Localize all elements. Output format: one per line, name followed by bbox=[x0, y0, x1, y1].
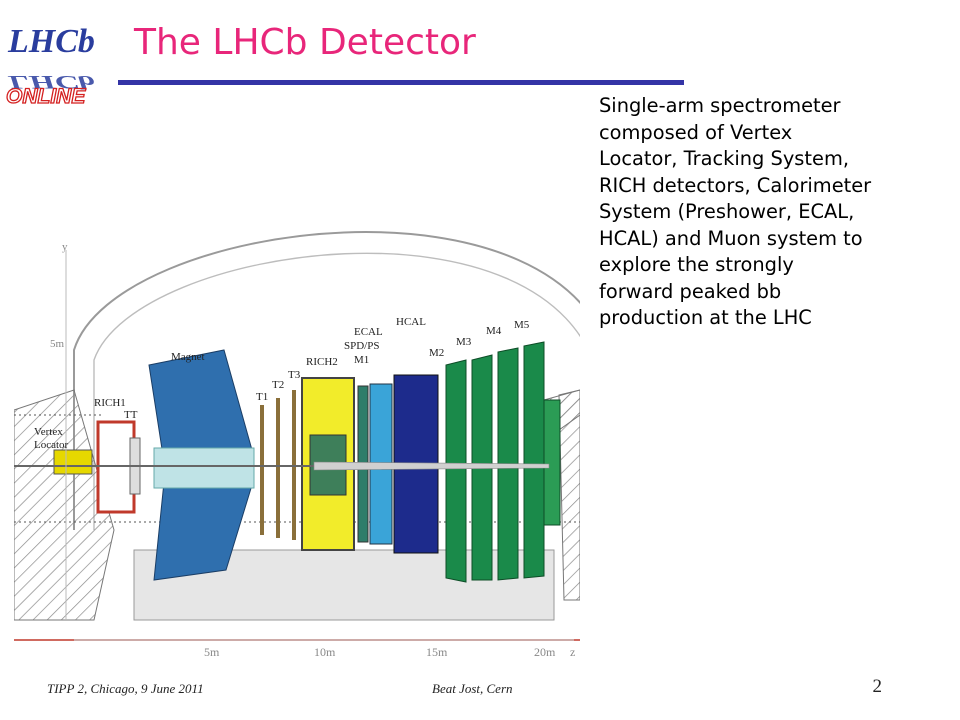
cavern-arch bbox=[73, 231, 580, 530]
muon-m5 bbox=[523, 341, 545, 579]
slide-description: Single-arm spectrometer composed of Vert… bbox=[599, 94, 872, 329]
slide-title: The LHCb Detector bbox=[134, 22, 476, 63]
t2-label: T2 bbox=[272, 379, 284, 391]
footer-conference: TIPP 2, Chicago, 9 June 2011 bbox=[47, 681, 204, 696]
cavern-arch-inner bbox=[93, 252, 580, 530]
logo-mirror-text: LHCb bbox=[7, 72, 95, 92]
muon-m2 bbox=[445, 359, 467, 583]
y-5m-label: 5m bbox=[50, 338, 65, 350]
beam-pipe-cone bbox=[313, 461, 550, 471]
t1-label: T1 bbox=[256, 391, 268, 403]
vertex-locator-label-line2: Locator bbox=[34, 439, 69, 451]
logo-top-text: LHCb bbox=[7, 23, 95, 60]
z-axis-ticks: 5m 10m 15m 20m bbox=[204, 645, 556, 659]
hcal-label: HCAL bbox=[396, 316, 426, 328]
magnet-label: Magnet bbox=[171, 351, 205, 363]
m5-label: M5 bbox=[514, 319, 530, 331]
m4-label: M4 bbox=[486, 325, 502, 337]
page-number: 2 bbox=[872, 676, 883, 697]
footer-author: Beat Jost, Cern bbox=[432, 681, 513, 696]
t2-station bbox=[276, 398, 280, 538]
spd-ps-label: SPD/PS bbox=[344, 340, 379, 352]
z-tick-label: 10m bbox=[314, 645, 336, 659]
logo-bottom-text: ONLINE bbox=[6, 85, 86, 108]
ecal-label: ECAL bbox=[354, 326, 383, 338]
t3-label: T3 bbox=[288, 369, 301, 381]
title-underline bbox=[118, 80, 684, 85]
z-axis-label: z bbox=[570, 645, 575, 659]
lhcb-detector-diagram: y 5m z Magnet RICH1 TT Vertex Locator T1… bbox=[14, 231, 580, 659]
z-tick-label: 5m bbox=[204, 645, 220, 659]
z-tick-label: 20m bbox=[534, 645, 556, 659]
rich2-label: RICH2 bbox=[306, 356, 338, 368]
t1-station bbox=[260, 405, 264, 535]
magnet-upper bbox=[148, 349, 253, 463]
rich1-label: RICH1 bbox=[94, 397, 126, 409]
m1-label: M1 bbox=[354, 354, 369, 366]
m2-label: M2 bbox=[429, 347, 444, 359]
tt-label: TT bbox=[124, 409, 138, 421]
magnet-yoke bbox=[153, 447, 255, 489]
lhcb-online-logo: LHCb LHCb ONLINE bbox=[5, 23, 95, 109]
vertex-locator-label-line1: Vertex bbox=[34, 426, 63, 438]
muon-filter bbox=[543, 399, 561, 526]
m3-label: M3 bbox=[456, 336, 472, 348]
z-tick-label: 15m bbox=[426, 645, 448, 659]
vertex-locator bbox=[53, 449, 93, 475]
y-axis-label: y bbox=[62, 241, 68, 253]
left-shielding bbox=[14, 389, 115, 621]
